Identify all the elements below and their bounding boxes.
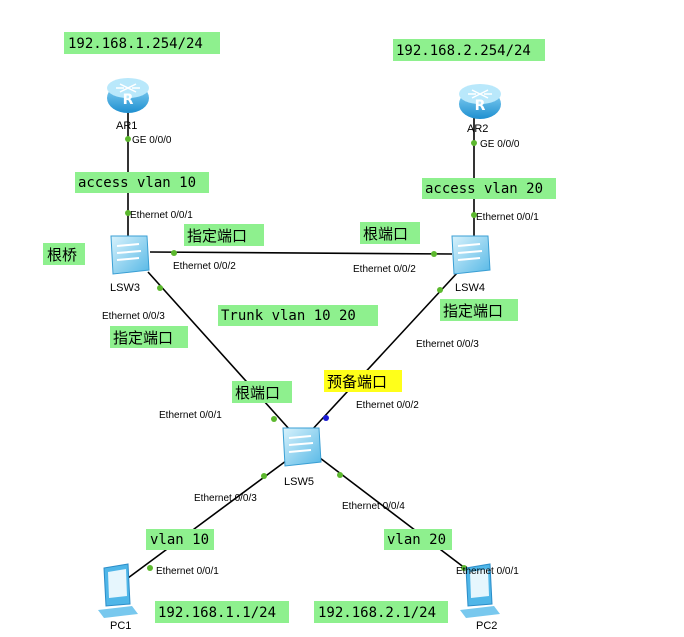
- alternate-port-label: 预备端口: [327, 373, 387, 391]
- port-label-lsw3-e1: Ethernet 0/0/1: [130, 210, 193, 221]
- port-dot: [261, 473, 267, 479]
- port-label-lsw5-e2: Ethernet 0/0/2: [356, 400, 419, 411]
- port-dots: [125, 136, 477, 571]
- port-label-pc2-e1: Ethernet 0/0/1: [456, 566, 519, 577]
- link-lsw3-lsw4: [149, 251, 453, 255]
- switch-icon: [451, 235, 491, 275]
- device-label-ar2: AR2: [467, 123, 488, 135]
- designated-port-label-top: 指定端口: [187, 227, 247, 245]
- device-label-lsw3: LSW3: [110, 282, 140, 294]
- ip-label-pc1: 192.168.1.1/24: [158, 605, 276, 621]
- pc-pc1[interactable]: [98, 563, 138, 618]
- ip-label-ar1: 192.168.1.254/24: [68, 36, 203, 52]
- port-dot: [157, 285, 163, 291]
- designated-port-label-lsw3: 指定端口: [113, 329, 173, 347]
- port-label-lsw4-e3: Ethernet 0/0/3: [416, 339, 479, 350]
- router-ar2[interactable]: R: [459, 84, 501, 119]
- port-label-lsw5-e3: Ethernet 0/0/3: [194, 493, 257, 504]
- port-dot: [125, 210, 131, 216]
- port-label-lsw3-e3: Ethernet 0/0/3: [102, 311, 165, 322]
- device-label-pc2: PC2: [476, 620, 497, 632]
- root-port-label-lsw4: 根端口: [363, 225, 408, 243]
- port-label-ar2-ge: GE 0/0/0: [480, 139, 520, 150]
- svg-text:R: R: [475, 98, 486, 114]
- port-label-pc1-e1: Ethernet 0/0/1: [156, 566, 219, 577]
- access-vlan10-label: access vlan 10: [78, 175, 196, 191]
- port-dot: [171, 250, 177, 256]
- port-dot: [431, 251, 437, 257]
- port-label-lsw5-e1: Ethernet 0/0/1: [159, 410, 222, 421]
- device-label-lsw5: LSW5: [284, 476, 314, 488]
- port-dot: [271, 416, 277, 422]
- svg-text:R: R: [123, 92, 134, 108]
- switch-lsw3[interactable]: [110, 235, 150, 275]
- port-dot: [437, 287, 443, 293]
- port-label-lsw4-e2: Ethernet 0/0/2: [353, 264, 416, 275]
- port-dot: [125, 136, 131, 142]
- vlan20-label: vlan 20: [387, 532, 446, 548]
- ip-label-pc2: 192.168.2.1/24: [318, 605, 436, 621]
- switch-lsw4[interactable]: [451, 235, 491, 275]
- root-bridge-label: 根桥: [47, 246, 77, 264]
- device-label-ar1: AR1: [116, 120, 137, 132]
- router-ar1[interactable]: R: [107, 78, 149, 113]
- port-dot: [461, 565, 467, 571]
- port-dot: [471, 212, 477, 218]
- ip-label-ar2: 192.168.2.254/24: [396, 43, 531, 59]
- switch-icon: [110, 235, 150, 275]
- port-label-ar1-ge: GE 0/0/0: [132, 135, 172, 146]
- switch-lsw5[interactable]: [282, 427, 322, 467]
- device-label-pc1: PC1: [110, 620, 131, 632]
- pc-pc2[interactable]: [460, 563, 500, 618]
- link-lsw4-lsw5: [309, 271, 459, 433]
- access-vlan20-label: access vlan 20: [425, 181, 543, 197]
- port-dot: [337, 472, 343, 478]
- root-port-label-lsw5: 根端口: [235, 384, 280, 402]
- vlan10-label: vlan 10: [150, 532, 209, 548]
- designated-port-label-lsw4: 指定端口: [443, 302, 503, 320]
- trunk-label: Trunk vlan 10 20: [221, 308, 356, 324]
- port-label-lsw5-e4: Ethernet 0/0/4: [342, 501, 405, 512]
- port-dot: [147, 565, 153, 571]
- port-dot-blocked: [323, 415, 329, 421]
- port-dot: [471, 140, 477, 146]
- port-label-lsw4-e1: Ethernet 0/0/1: [476, 212, 539, 223]
- device-label-lsw4: LSW4: [455, 282, 485, 294]
- link-lsw3-lsw5: [147, 271, 291, 431]
- label-backgrounds: [43, 32, 556, 623]
- link-lsw5-pc2: [319, 457, 479, 579]
- switch-icon: [282, 427, 322, 467]
- port-label-lsw3-e2: Ethernet 0/0/2: [173, 261, 236, 272]
